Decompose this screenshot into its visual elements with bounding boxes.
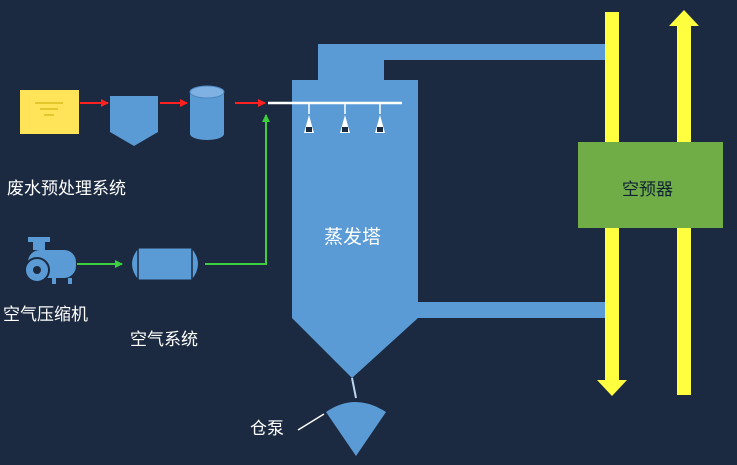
air-preheater: [578, 142, 723, 228]
label-air-compressor: 空气压缩机: [3, 305, 88, 325]
water-cylinder: [189, 85, 225, 140]
outlet-flue-duct: [418, 302, 608, 318]
label-air-system: 空气系统: [130, 330, 198, 350]
discharge-pipe: [351, 377, 357, 399]
evaporation-tower: [292, 80, 418, 378]
settling-hopper: [110, 96, 158, 146]
label-wastewater-system: 废水预处理系统: [7, 179, 126, 199]
tower-neck: [318, 44, 384, 84]
silo-pump-pointer: [297, 413, 325, 431]
air-receiver: [131, 247, 199, 281]
wastewater-tank: [20, 90, 79, 134]
inlet-flue-duct: [318, 44, 608, 60]
air-compressor: [24, 237, 76, 284]
silo-pump: [326, 402, 386, 456]
air-arrow-2: [205, 114, 270, 265]
label-evaporation-tower: 蒸发塔: [324, 226, 382, 248]
label-silo-pump: 仓泵: [250, 419, 284, 439]
spray-nozzles: [304, 103, 385, 133]
label-air-preheater: 空预器: [622, 180, 673, 200]
